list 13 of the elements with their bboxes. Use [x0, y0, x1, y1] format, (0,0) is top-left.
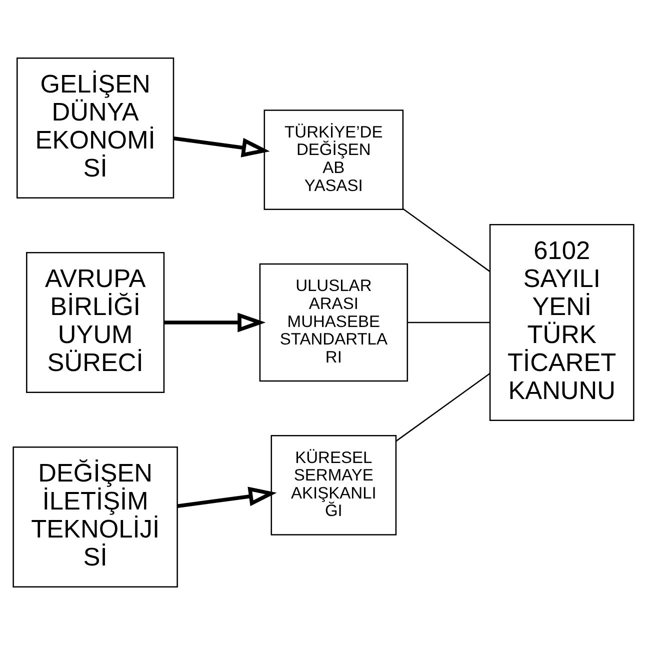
connector: [396, 372, 490, 442]
node-box: 6102 SAYILI YENİ TÜRK TİCARET KANUNU: [489, 224, 634, 422]
node-box: KÜRESEL SERMAYE AKIŞKANLI ĞI: [270, 435, 397, 536]
node-box: GELİŞEN DÜNYA EKONOMİ Sİ: [16, 57, 174, 199]
node-box: DEĞİŞEN İLETİŞİM TEKNOLİJİ Sİ: [12, 446, 178, 588]
node-box: TÜRKİYE’DE DEĞİŞEN AB YASASI: [264, 110, 404, 210]
node-box: AVRUPA BİRLİĞİ UYUM SÜRECİ: [26, 252, 165, 394]
arrow: [174, 136, 270, 158]
arrow: [164, 312, 266, 332]
node-box: ULUSLAR ARASI MUHASEBE STANDARTLA RI: [259, 263, 408, 382]
connector: [408, 322, 490, 324]
connector: [402, 208, 490, 272]
arrow: [177, 486, 277, 508]
